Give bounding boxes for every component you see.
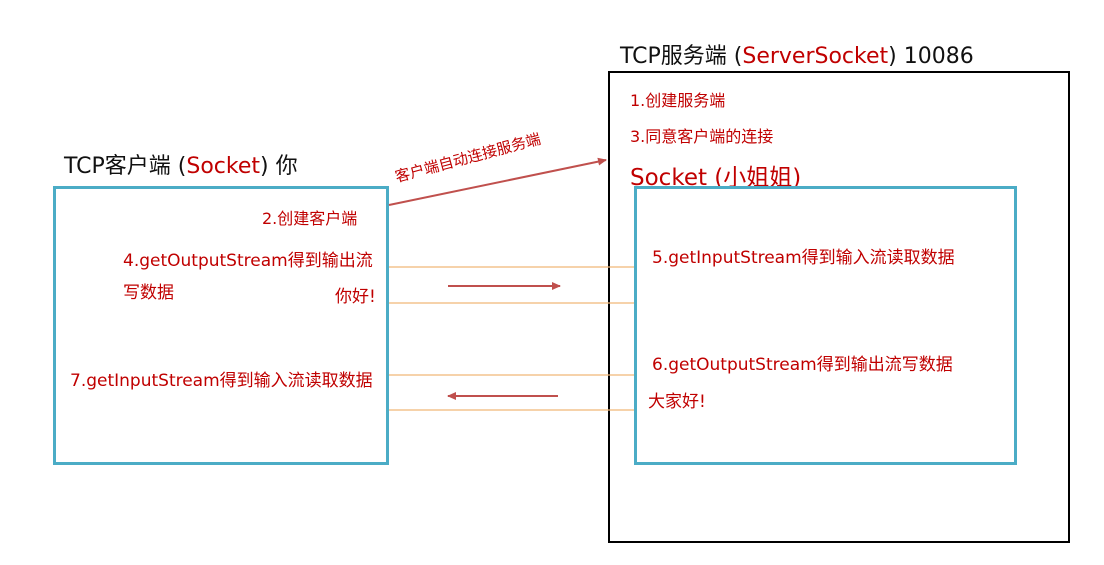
client-box: [53, 186, 389, 465]
server-box: [608, 71, 1070, 543]
client-step-4-line2: 写数据: [123, 283, 174, 303]
client-title-highlight: Socket: [186, 154, 260, 179]
client-step-4-line1: 4.getOutputStream得到输出流: [123, 251, 373, 271]
client-step-7: 7.getInputStream得到输入流读取数据: [70, 371, 373, 391]
server-title-suffix: ) 10086: [888, 44, 974, 69]
client-step-2: 2.创建客户端: [262, 209, 358, 228]
server-step-5: 5.getInputStream得到输入流读取数据: [652, 248, 955, 268]
server-title-highlight: ServerSocket: [742, 44, 889, 69]
server-step-1: 1.创建服务端: [630, 91, 726, 110]
server-title: TCP服务端 (ServerSocket) 10086: [620, 38, 974, 70]
server-step-6: 6.getOutputStream得到输出流写数据: [652, 355, 953, 375]
server-step-3: 3.同意客户端的连接: [630, 127, 774, 146]
client-message: 你好!: [335, 287, 376, 307]
client-title: TCP客户端 (Socket) 你: [64, 148, 298, 180]
client-title-suffix: ) 你: [260, 154, 298, 179]
server-title-prefix: TCP服务端 (: [620, 44, 743, 69]
client-title-prefix: TCP客户端 (: [64, 154, 187, 179]
server-socket-box: [634, 186, 1017, 465]
connection-arrow: [388, 157, 607, 206]
server-message: 大家好!: [648, 392, 706, 412]
